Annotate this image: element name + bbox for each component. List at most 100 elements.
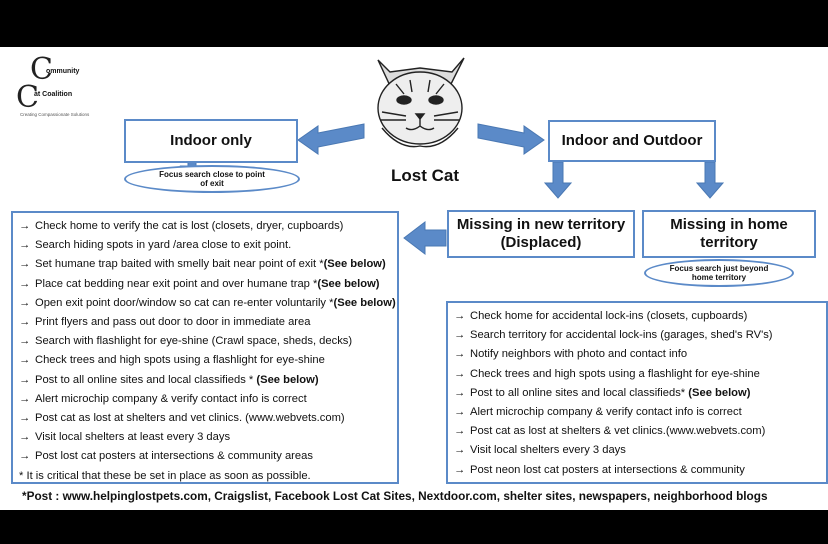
indoor-only-label: Indoor only bbox=[170, 132, 252, 149]
checklist-item-text: Visit local shelters at least every 3 da… bbox=[35, 431, 231, 444]
indoor-outdoor-label: Indoor and Outdoor bbox=[561, 132, 703, 149]
arrow-right-icon: → bbox=[454, 310, 466, 322]
checklist-item: → Post neon lost cat posters at intersect… bbox=[454, 461, 820, 480]
checklist-item-text: Check home for accidental lock-ins (clos… bbox=[470, 310, 748, 322]
lost-cat-title: Lost Cat bbox=[391, 166, 459, 185]
arrow-to-home-territory bbox=[695, 161, 725, 199]
arrow-right-icon: → bbox=[19, 296, 31, 309]
logo-word-cat-coalition: at Coalition bbox=[34, 91, 73, 98]
checklist-item: → Check trees and high spots using a flas… bbox=[19, 351, 391, 370]
checklist-item: → Visit local shelters every 3 days bbox=[454, 441, 820, 460]
arrow-right-icon: → bbox=[19, 373, 31, 386]
checklist-item: → Post lost cat posters at intersections … bbox=[19, 447, 391, 466]
indoor-checklist-items: → Check home to verify the cat is lost (c… bbox=[13, 213, 397, 486]
arrow-right-icon: → bbox=[19, 335, 31, 348]
checklist-item: → Post to all online sites and local clas… bbox=[454, 384, 820, 403]
arrow-right-icon: → bbox=[19, 412, 31, 425]
checklist-item-text: Check home to verify the cat is lost (cl… bbox=[35, 220, 344, 232]
arrow-right-icon: → bbox=[454, 329, 466, 342]
checklist-item: → Post cat as lost at shelters & vet clin… bbox=[454, 422, 820, 441]
checklist-item-text: Post to all online sites and local class… bbox=[470, 386, 689, 399]
indoor-only-checklist: → Check home to verify the cat is lost (c… bbox=[11, 211, 399, 484]
checklist-item-text: Print flyers and pass out door to door i… bbox=[35, 316, 311, 329]
cat-face-icon bbox=[377, 57, 465, 148]
arrow-right-icon: → bbox=[454, 386, 466, 399]
arrow-to-new-territory bbox=[543, 161, 573, 199]
logo-tagline: Creating Compassionate Solutions bbox=[20, 112, 90, 117]
new-territory-label: Missing in new territory (Displaced) bbox=[456, 216, 626, 251]
checklist-item-text: Open exit point door/window so cat can r… bbox=[35, 296, 334, 309]
arrow-right-icon: → bbox=[454, 406, 466, 419]
checklist-item-text: Alert microchip company & verify contact… bbox=[35, 392, 307, 405]
checklist-item-text: Notify neighbors with photo and contact … bbox=[470, 348, 688, 361]
see-below-note: (See below) bbox=[256, 373, 319, 386]
checklist-item-text: Post to all online sites and local class… bbox=[35, 373, 257, 386]
footer-post-sites: *Post : www.helpinglostpets.com, Craigsl… bbox=[22, 489, 768, 503]
checklist-item: → Print flyers and pass out door to door … bbox=[19, 313, 391, 332]
checklist-item-text: Post cat as lost at shelters and vet cli… bbox=[35, 412, 345, 425]
checklist-item: → Check home to verify the cat is lost (c… bbox=[19, 217, 391, 236]
community-cat-coalition-logo: C ommunity C at Coalition Creating Compa… bbox=[16, 52, 126, 118]
checklist-item-text: Visit local shelters every 3 days bbox=[470, 444, 626, 457]
arrow-right-icon: → bbox=[454, 348, 466, 361]
checklist-item: → Post to all online sites and local clas… bbox=[19, 371, 391, 390]
checklist-item: → Search territory for accidental lock-in… bbox=[454, 326, 820, 345]
arrow-right-icon: → bbox=[19, 431, 31, 444]
arrow-right-icon: → bbox=[19, 450, 31, 463]
checklist-item-text: Search with flashlight for eye-shine (Cr… bbox=[35, 335, 353, 348]
logo-word-community: ommunity bbox=[46, 68, 80, 75]
checklist-item-text: Search territory for accidental lock-ins… bbox=[470, 329, 773, 342]
see-below-note: (See below) bbox=[323, 258, 386, 271]
home-territory-checklist: → Check home for accidental lock-ins (clo… bbox=[446, 301, 828, 484]
critical-note: * It is critical that these be set in pl… bbox=[19, 469, 311, 482]
checklist-item: → Set humane trap baited with smelly bait… bbox=[19, 255, 391, 274]
checklist-item-text: Post cat as lost at shelters & vet clini… bbox=[470, 425, 766, 438]
checklist-item-text: Place cat bedding near exit point and ov… bbox=[35, 277, 318, 290]
home-territory-label: Missing in home territory bbox=[670, 216, 788, 251]
checklist-item-text: Post neon lost cat posters at intersecti… bbox=[470, 463, 745, 476]
checklist-item: → Alert microchip company & verify contac… bbox=[454, 403, 820, 422]
logo-letter-c: C bbox=[30, 52, 53, 87]
checklist-item: → Visit local shelters at least every 3 d… bbox=[19, 428, 391, 447]
indoor-focus-label: Focus search close to point of exit bbox=[159, 169, 265, 188]
checklist-item: → Place cat bedding near exit point and o… bbox=[19, 275, 391, 294]
checklist-item: → Check home for accidental lock-ins (clo… bbox=[454, 307, 820, 326]
indoor-only-box: Indoor only bbox=[124, 119, 298, 163]
arrow-right-icon: → bbox=[19, 316, 31, 329]
see-below-note: (See below) bbox=[317, 277, 380, 290]
arrow-right-icon: → bbox=[454, 425, 466, 438]
checklist-item: → Alert microchip company & verify contac… bbox=[19, 390, 391, 409]
checklist-item-text: Set humane trap baited with smelly bait … bbox=[35, 258, 324, 271]
arrow-right-icon: → bbox=[19, 220, 31, 232]
arrow-right-icon: → bbox=[19, 277, 31, 290]
checklist-item: → Open exit point door/window so cat can … bbox=[19, 294, 396, 313]
checklist-item: → Search with flashlight for eye-shine (C… bbox=[19, 332, 391, 351]
checklist-item-text: Alert microchip company & verify contact… bbox=[470, 406, 742, 419]
checklist-item-text: Post lost cat posters at intersections &… bbox=[35, 450, 313, 463]
see-below-note: (See below) bbox=[688, 386, 751, 399]
arrow-right-icon: → bbox=[454, 367, 466, 380]
arrow-right-icon: → bbox=[19, 239, 31, 252]
arrow-right-icon: → bbox=[454, 444, 466, 457]
home-focus-label: Focus search just beyond home territory bbox=[669, 263, 769, 282]
indoor-outdoor-box: Indoor and Outdoor bbox=[548, 120, 716, 162]
checklist-item-text: Check trees and high spots using a flash… bbox=[470, 367, 760, 380]
checklist-item: → Search hiding spots in yard /area close… bbox=[19, 236, 391, 255]
home-territory-box: Missing in home territory bbox=[642, 210, 816, 258]
arrow-right-icon: → bbox=[19, 258, 31, 271]
arrow-right-icon: → bbox=[454, 463, 466, 476]
indoor-focus-oval: Focus search close to point of exit bbox=[124, 165, 300, 193]
arrow-to-indoor-outdoor bbox=[477, 123, 545, 155]
arrow-right-icon: → bbox=[19, 354, 31, 367]
logo-letter-c2: C bbox=[16, 80, 39, 115]
arrow-to-indoor-only bbox=[297, 123, 365, 155]
home-focus-oval: Focus search just beyond home territory bbox=[644, 259, 794, 287]
arrow-right-icon: → bbox=[19, 392, 31, 405]
checklist-item: → Check trees and high spots using a flas… bbox=[454, 365, 820, 384]
checklist-item: → Notify neighbors with photo and contact… bbox=[454, 345, 820, 364]
outdoor-checklist-items: → Check home for accidental lock-ins (clo… bbox=[448, 303, 826, 480]
checklist-item-text: Search hiding spots in yard /area close … bbox=[35, 239, 292, 252]
arrow-new-territory-to-list bbox=[403, 220, 447, 256]
checklist-item-text: Check trees and high spots using a flash… bbox=[35, 354, 325, 367]
